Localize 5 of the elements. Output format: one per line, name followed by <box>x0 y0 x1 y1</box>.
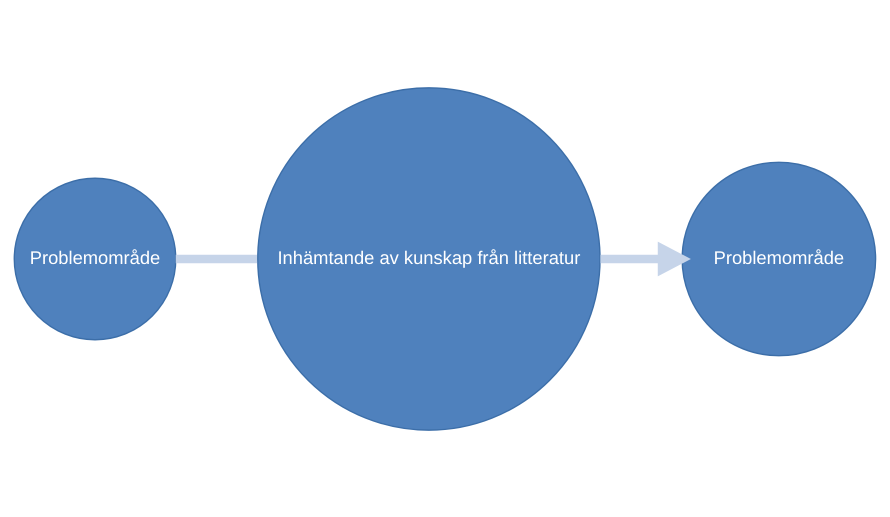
node-circle: Problemområde <box>681 161 876 356</box>
arrow <box>600 241 691 276</box>
node-circle: Problemområde <box>14 177 176 340</box>
node-circle: Inhämtande av kunskap från litteratur <box>257 86 601 430</box>
connector <box>176 254 258 263</box>
